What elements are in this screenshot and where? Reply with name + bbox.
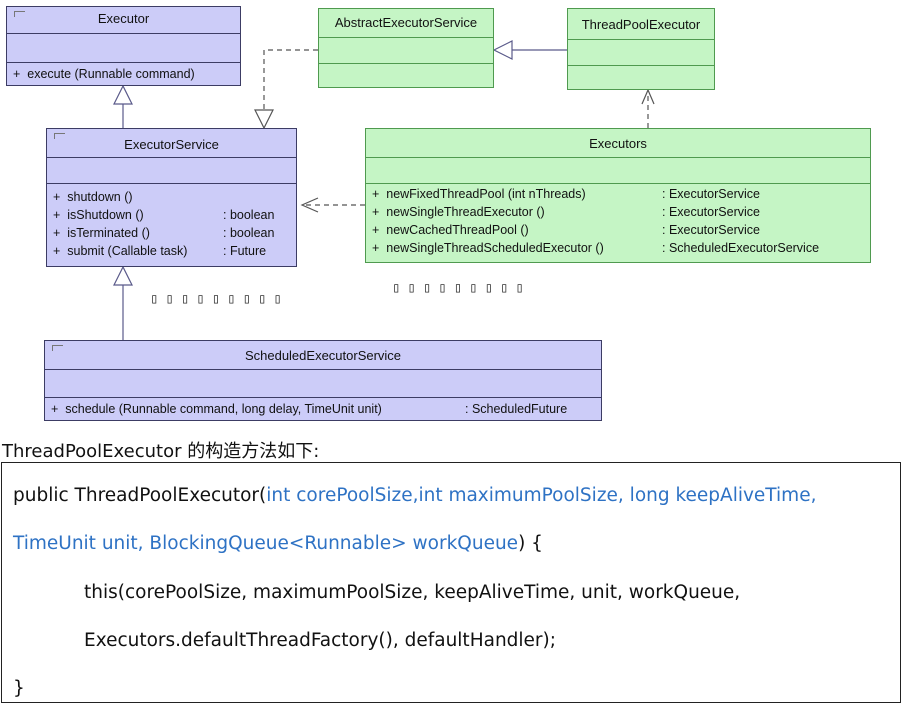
operation-type: : ExecutorService (662, 205, 760, 219)
open-arrowhead (641, 88, 655, 105)
inheritance-arrowhead (113, 265, 133, 286)
operation: + submit (Callable task) (53, 244, 188, 258)
operation-type: : Future (223, 244, 267, 258)
operation: + newFixedThreadPool (int nThreads) (372, 187, 586, 201)
operation: + shutdown () (53, 190, 133, 204)
open-arrowhead (300, 197, 319, 213)
class-name: ExecutorService (124, 137, 219, 152)
operation: + execute (Runnable command) (13, 67, 195, 81)
code-params: int corePoolSize,int maximumPoolSize, lo… (266, 485, 817, 506)
thread-pool-executor-class: ThreadPoolExecutor (567, 8, 715, 90)
code-params: TimeUnit unit, BlockingQueue<Runnable> w… (13, 533, 519, 554)
executor-class: Executor + execute (Runnable command) (6, 6, 241, 86)
code-block: public ThreadPoolExecutor(int corePoolSi… (1, 462, 901, 703)
inheritance-arrowhead (492, 40, 513, 60)
operation: + isShutdown () (53, 208, 144, 222)
operation: + newCachedThreadPool () (372, 223, 529, 237)
class-name: Executors (589, 136, 647, 151)
code-line-1: public ThreadPoolExecutor(int corePoolSi… (13, 485, 816, 506)
abstract-executor-service-class: AbstractExecutorService (318, 8, 494, 88)
operation-type: : ExecutorService (662, 187, 760, 201)
operation: + isTerminated () (53, 226, 150, 240)
operation: + schedule (Runnable command, long delay… (51, 402, 382, 416)
code-line-3: this(corePoolSize, maximumPoolSize, keep… (84, 582, 741, 603)
abstractexecutorservice-implements-executorservice (263, 49, 318, 110)
realization-arrowhead (254, 109, 274, 130)
placeholder-glyphs-right: ▯▯▯▯▯▯▯▯▯ (392, 280, 531, 296)
operation-type: : boolean (223, 208, 275, 222)
code-line-4: Executors.defaultThreadFactory(), defaul… (84, 630, 556, 651)
operation: + newSingleThreadExecutor () (372, 205, 545, 219)
code-line-2: TimeUnit unit, BlockingQueue<Runnable> w… (13, 533, 543, 554)
code-text: public ThreadPoolExecutor( (13, 485, 267, 506)
operation-type: : boolean (223, 226, 275, 240)
executor-service-class: ExecutorService + shutdown () + isShutdo… (46, 128, 297, 267)
class-marker-icon (54, 133, 65, 139)
class-marker-icon (14, 11, 25, 17)
class-name: AbstractExecutorService (334, 15, 478, 30)
operation-type: : ExecutorService (662, 223, 760, 237)
class-name: ScheduledExecutorService (244, 348, 402, 363)
operation-type: : ScheduledExecutorService (662, 241, 820, 255)
scheduled-executor-service-class: ScheduledExecutorService + schedule (Run… (44, 340, 602, 421)
placeholder-glyphs-left: ▯▯▯▯▯▯▯▯▯ (150, 291, 289, 307)
code-line-5: } (13, 678, 25, 699)
constructor-caption: ThreadPoolExecutor 的构造方法如下: (2, 441, 320, 462)
inheritance-arrowhead (113, 84, 133, 105)
class-name: Executor (97, 11, 150, 26)
uml-class-diagram: Executor + execute (Runnable command) Ab… (6, 6, 871, 421)
code-text: ) { (518, 533, 543, 554)
operation: + newSingleThreadScheduledExecutor () (372, 241, 604, 255)
executors-class: Executors + newFixedThreadPool (int nThr… (365, 128, 871, 263)
relationship-lines (113, 40, 655, 340)
operation-type: : ScheduledFuture (465, 402, 568, 416)
class-name: ThreadPoolExecutor (581, 17, 701, 32)
class-marker-icon (52, 345, 63, 351)
